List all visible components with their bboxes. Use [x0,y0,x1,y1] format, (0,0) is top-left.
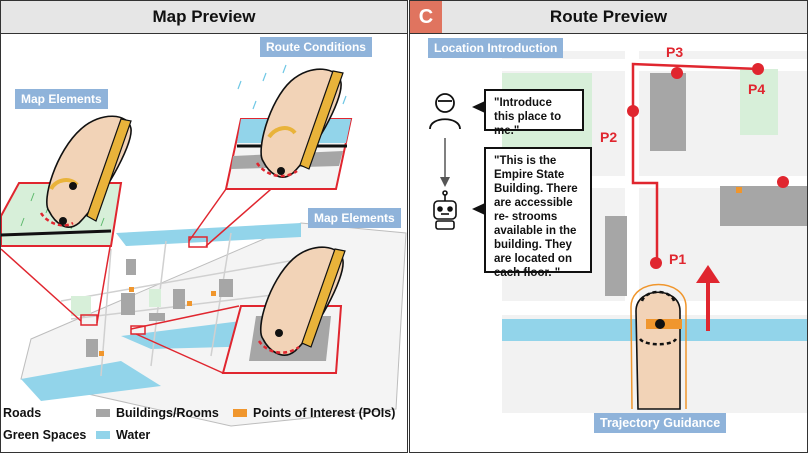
map-pois [99,287,216,356]
point-label-p2: P2 [600,129,618,145]
panel-letter-badge: C [410,1,442,33]
route-conditions-label: Route Conditions [260,37,372,57]
legend-swatch [96,409,110,417]
direction-arrow-icon [696,265,720,331]
map-preview-panel: Map Preview [0,0,408,453]
finger-icon [257,246,346,356]
legend-green-spaces: Green Spaces [3,428,87,442]
route-preview-title: Route Preview [410,1,807,34]
robot-icon [433,190,457,230]
down-arrow-icon [440,138,450,187]
assistant-reply-bubble: "This is the Empire State Building. Ther… [484,147,592,279]
legend-swatch [96,431,110,439]
legend-swatch [233,409,247,417]
map-buildings [86,259,233,357]
trajectory-guidance-label: Trajectory Guidance [594,413,727,433]
location-introduction-label: Location Introduction [428,38,564,58]
user-icon [429,93,461,130]
legend-buildings: Buildings/Rooms [96,406,219,420]
finger-icon [255,68,344,178]
map-elements-label: Map Elements [15,89,108,109]
map-illustration [1,64,407,427]
finger-icon [630,283,687,410]
legend-water: Water [96,428,150,442]
route-buildings [605,73,807,296]
point-label-p3: P3 [666,44,684,60]
route-line [631,62,760,263]
route-map [429,51,807,413]
finger-icon [39,115,132,228]
point-label-p4: P4 [748,81,766,97]
user-prompt-bubble: "Introduce this place to me." [484,89,584,137]
map-elements-label: Map Elements [308,208,401,228]
route-preview-panel: Route Preview C [409,0,808,453]
route-points [627,63,789,269]
point-label-p1: P1 [669,251,687,267]
legend-pois: Points of Interest (POIs) [233,406,395,420]
legend-roads: Roads [3,406,42,420]
map-preview-title: Map Preview [1,1,407,34]
